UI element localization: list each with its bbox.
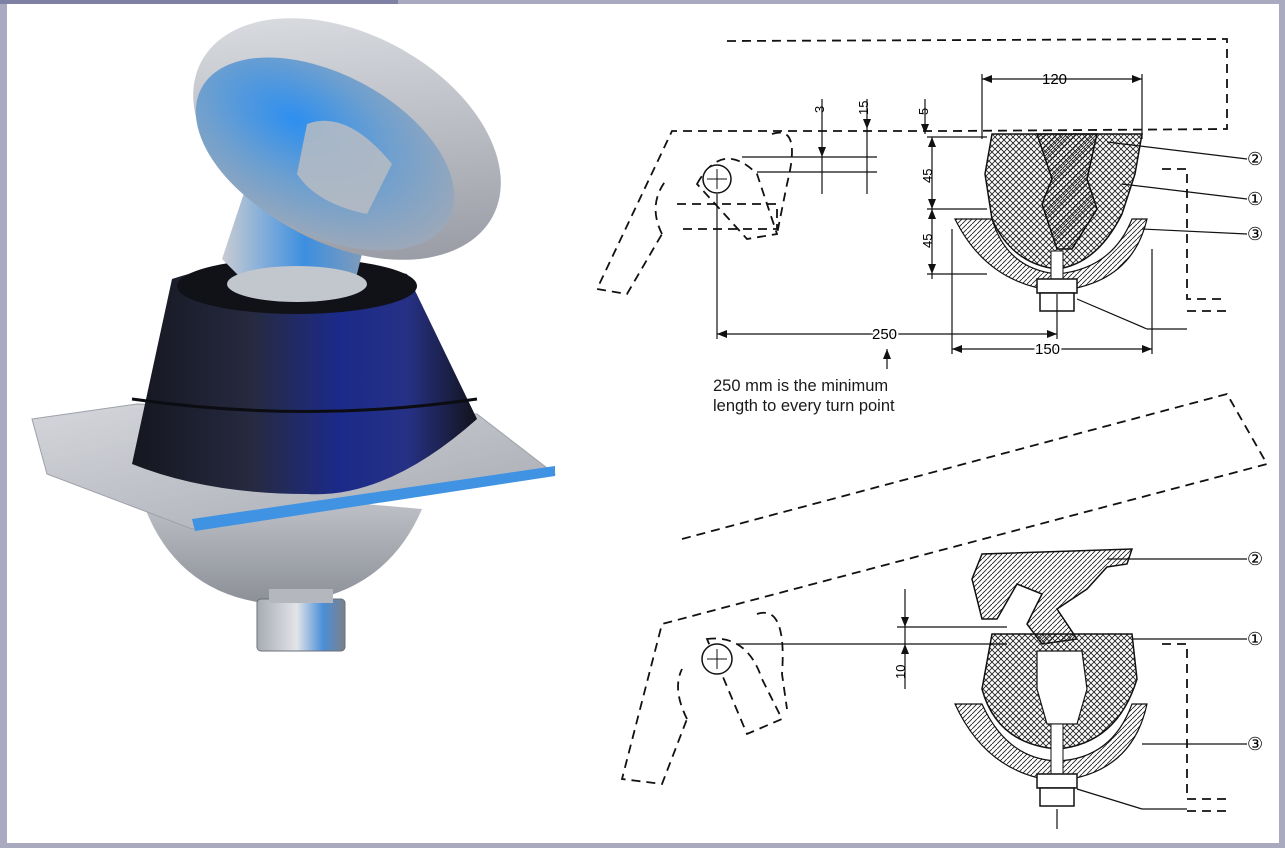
callout-2-top: ② xyxy=(1247,149,1263,169)
dim-150: 150 xyxy=(1035,341,1060,358)
mount-upper-cup-bottom xyxy=(971,548,1134,645)
dim-3: 3 xyxy=(812,106,827,113)
dim-250: 250 xyxy=(872,326,897,343)
callout-1-bottom: ① xyxy=(1247,629,1263,649)
rubber-body xyxy=(132,260,477,495)
dim-5: 5 xyxy=(916,108,931,115)
hex-nut xyxy=(256,598,346,652)
top-technical-drawing: 3 15 5 120 45 45 250 150 ② ① ③ xyxy=(595,38,1263,369)
callout-2-bottom: ② xyxy=(1247,549,1263,569)
dim-120: 120 xyxy=(1042,71,1067,88)
callout-1-top: ① xyxy=(1247,189,1263,209)
dim-15: 15 xyxy=(856,101,871,115)
note-line-2: length to every turn point xyxy=(713,397,895,415)
mount-assembly-top xyxy=(954,133,1148,312)
bottom-technical-drawing: 10 ② ① ③ xyxy=(620,392,1269,829)
dim-45-lower: 45 xyxy=(920,234,935,248)
dim-10: 10 xyxy=(893,665,908,679)
minimum-length-note: 250 mm is the minimum length to every tu… xyxy=(713,376,895,416)
figure-canvas: 3 15 5 120 45 45 250 150 ② ① ③ 250 mm is… xyxy=(7,4,1279,843)
note-line-1: 250 mm is the minimum xyxy=(713,377,889,395)
dim-45-upper: 45 xyxy=(920,169,935,183)
mount-lower-rubber-bottom xyxy=(954,633,1148,807)
callout-3-top: ③ xyxy=(1247,224,1263,244)
product-photo xyxy=(31,18,557,652)
frame-accent-tab xyxy=(0,0,398,4)
callout-3-bottom: ③ xyxy=(1247,734,1263,754)
